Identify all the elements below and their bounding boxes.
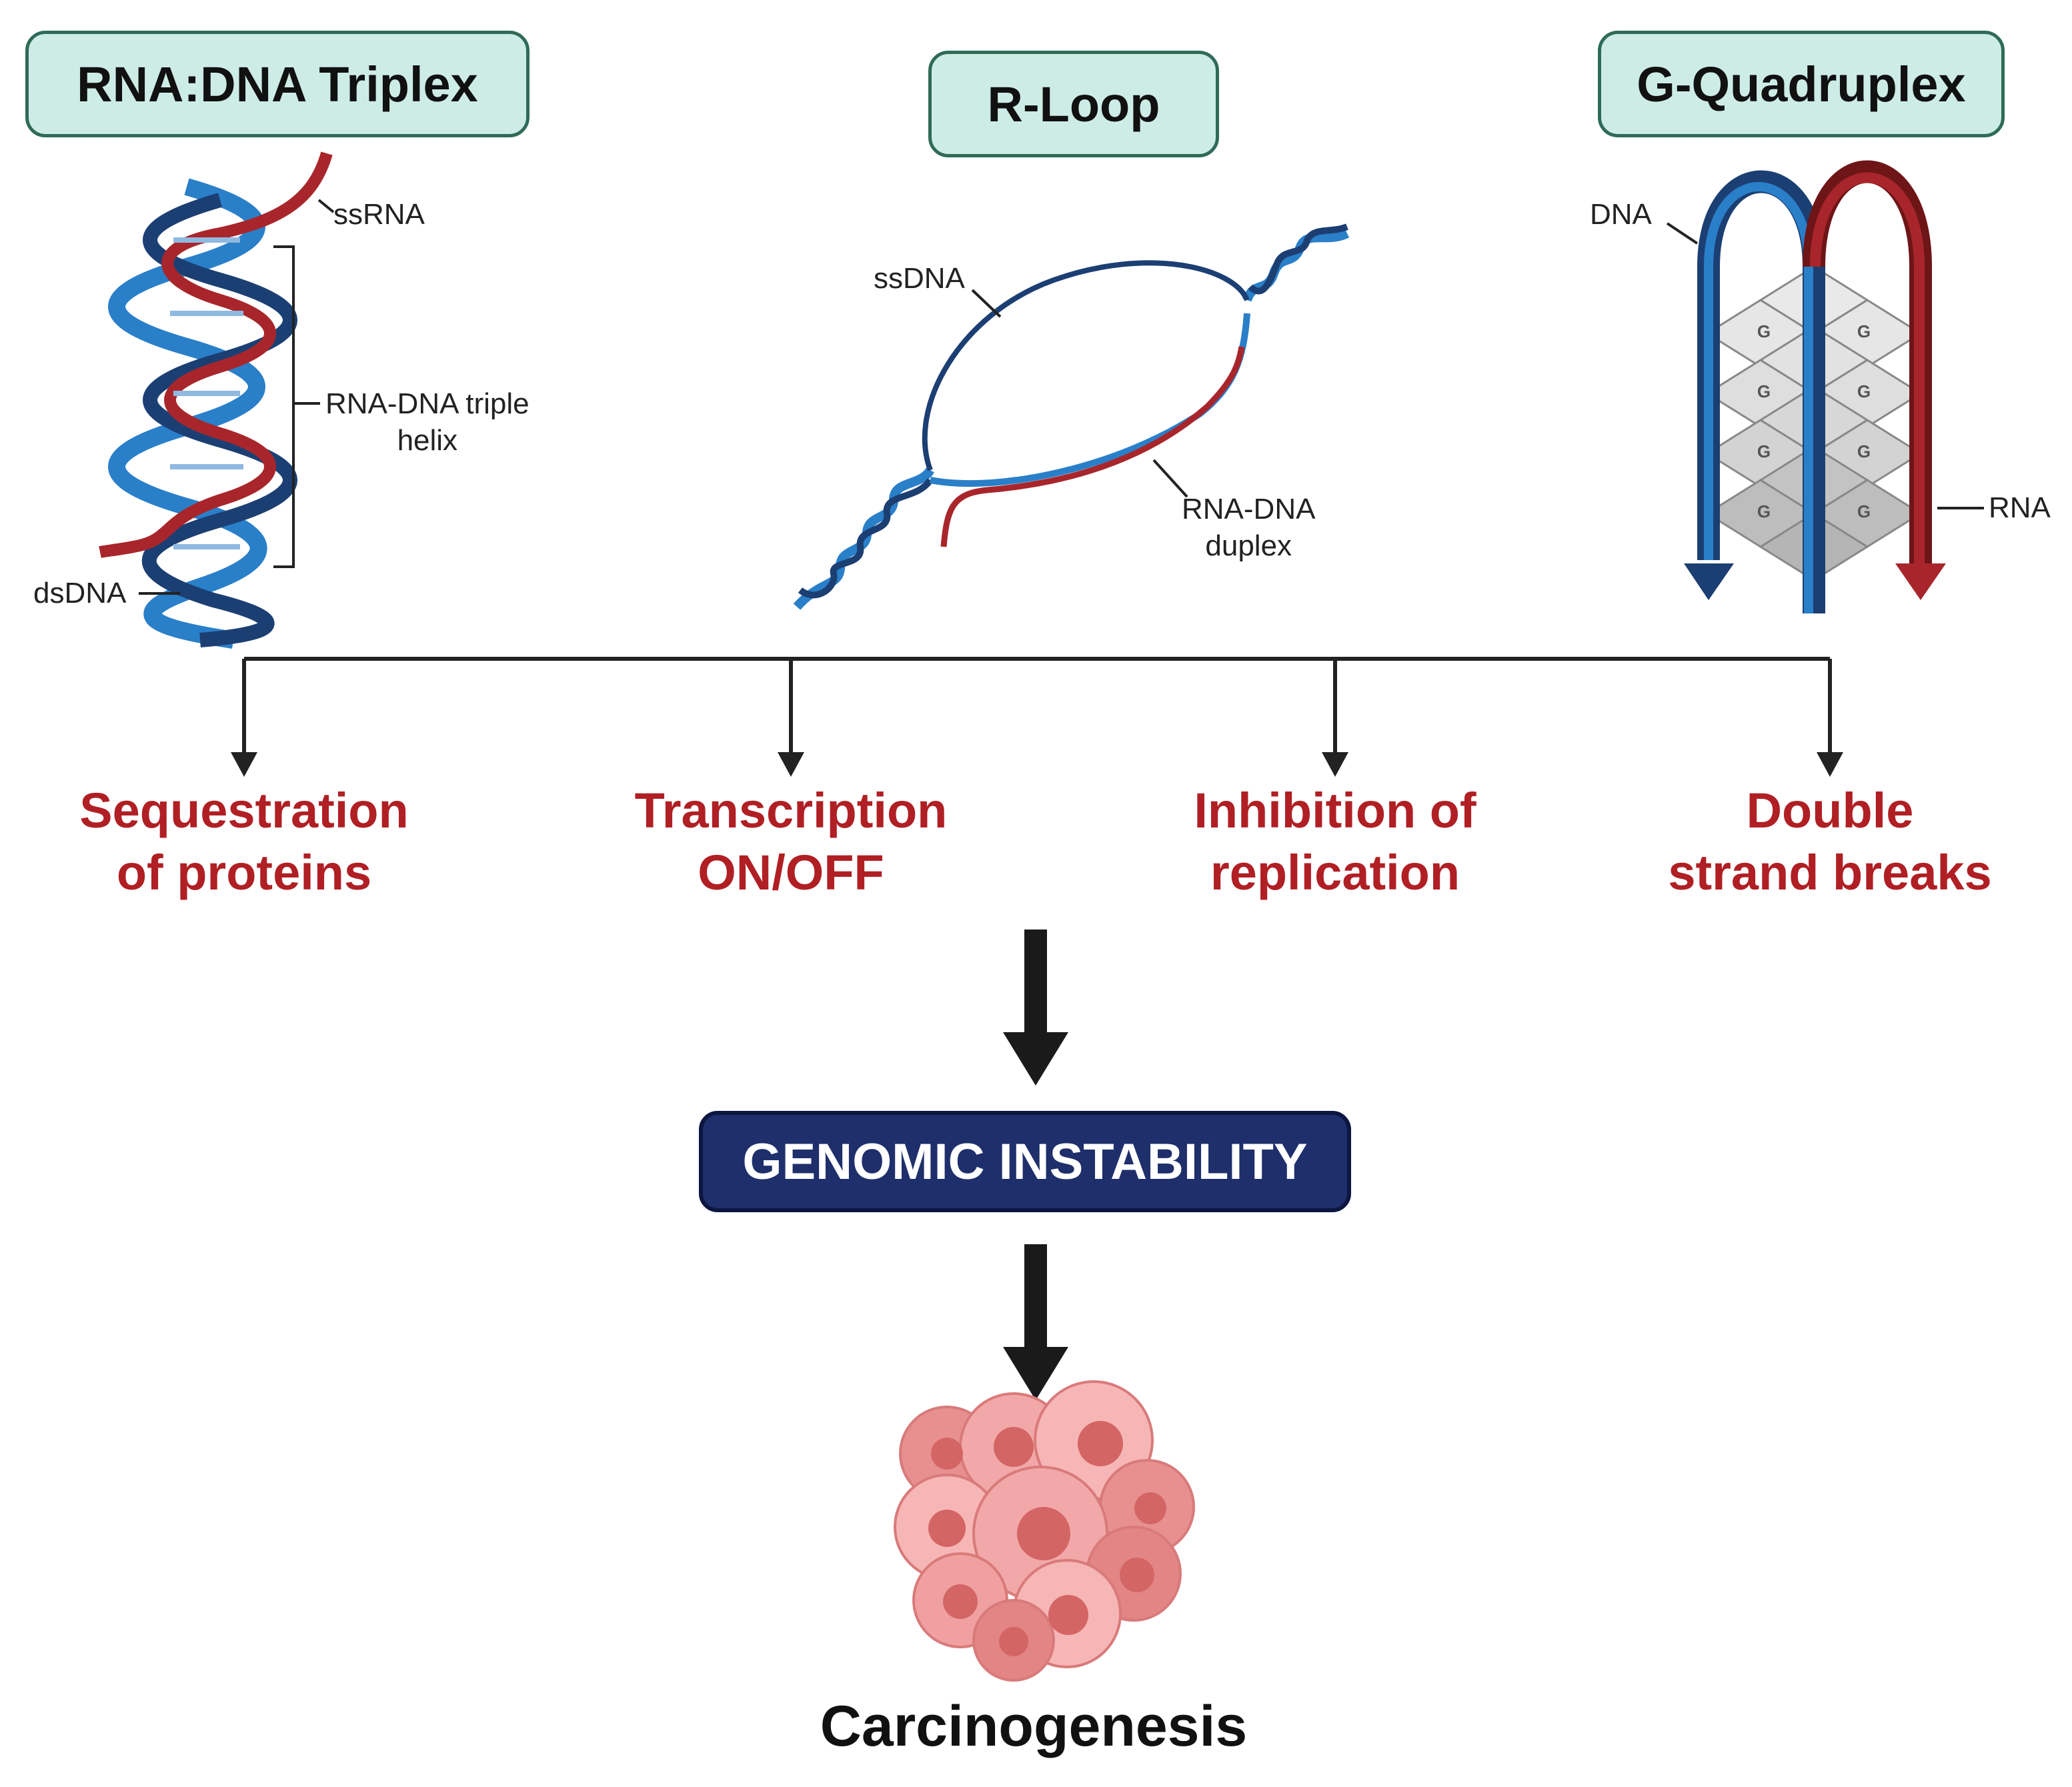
tumor-cell-cluster [894, 1380, 1195, 1682]
label-triple-helix-line1: RNA-DNA triple [325, 387, 530, 420]
outcome-transcription-line1: Transcription [634, 783, 948, 838]
label-triple-helix: RNA-DNA triple helix [325, 385, 530, 459]
carcinogenesis-label: Carcinogenesis [820, 1694, 1248, 1758]
outcome-sequestration-line1: Sequestration [79, 783, 409, 838]
rloop-title: R-Loop [928, 51, 1219, 157]
svg-text:G: G [1757, 381, 1771, 401]
svg-text:G: G [1857, 381, 1871, 401]
gquadruplex-illustration: G G G G G G G G [1666, 160, 1984, 613]
svg-text:G: G [1757, 501, 1771, 521]
genomic-instability-box: GENOMIC INSTABILITY [699, 1111, 1351, 1212]
outcome-double-strand-line1: Double [1746, 783, 1914, 838]
arrow-to-outcome-3 [1322, 752, 1348, 777]
outcome-inhibition-line1: Inhibition of [1194, 783, 1476, 838]
svg-text:G: G [1857, 501, 1871, 521]
outcome-transcription: Transcription ON/OFF [558, 780, 1024, 904]
triplex-dna-strand-a [108, 178, 267, 649]
outcome-sequestration: Sequestration of proteins [11, 780, 477, 904]
arrow-to-outcome-1 [231, 752, 257, 777]
label-dsdna: dsDNA [33, 577, 127, 609]
label-rna-dna-duplex: RNA-DNA duplex [1182, 491, 1315, 564]
label-duplex-line2: duplex [1205, 529, 1292, 562]
outcome-transcription-line2: ON/OFF [698, 844, 884, 900]
arrow-to-outcome-2 [778, 752, 804, 777]
triplex-dna-strand-b [141, 193, 297, 647]
outcome-inhibition: Inhibition of replication [1102, 780, 1569, 904]
arrow-to-outcome-4 [1817, 752, 1843, 777]
thick-arrow-to-carcinogenesis [1003, 1244, 1068, 1400]
rloop-ssdna-loop [922, 260, 1250, 471]
svg-text:G: G [1857, 441, 1871, 461]
thick-arrow-to-instability [1003, 930, 1068, 1086]
triplex-illustration [99, 151, 335, 649]
label-duplex-line1: RNA-DNA [1182, 493, 1316, 525]
gq-dna-arrowhead [1684, 563, 1734, 600]
svg-text:G: G [1757, 321, 1771, 341]
outcome-inhibition-line2: replication [1210, 844, 1460, 900]
rloop-rna-strand [940, 346, 1245, 547]
gq-rna-arrowhead [1895, 563, 1946, 600]
rloop-right-helix [1242, 229, 1350, 302]
label-ssrna: ssRNA [333, 198, 425, 231]
label-rna: RNA [1989, 491, 2051, 524]
gquadruplex-title: G-Quadruplex [1598, 31, 2005, 137]
outcome-double-strand: Double strand breaks [1597, 780, 2063, 904]
triplex-rna-strand [99, 151, 333, 558]
triplex-title: RNA:DNA Triplex [25, 31, 530, 137]
outcome-connector [242, 657, 1832, 753]
svg-text:G: G [1757, 441, 1771, 461]
label-dna: DNA [1590, 198, 1652, 231]
label-triple-helix-line2: helix [397, 424, 458, 457]
outcome-sequestration-line2: of proteins [116, 844, 372, 900]
svg-text:G: G [1857, 321, 1871, 341]
rloop-illustration [793, 223, 1350, 610]
label-ssdna: ssDNA [874, 262, 965, 295]
outcome-double-strand-line2: strand breaks [1668, 844, 1992, 900]
